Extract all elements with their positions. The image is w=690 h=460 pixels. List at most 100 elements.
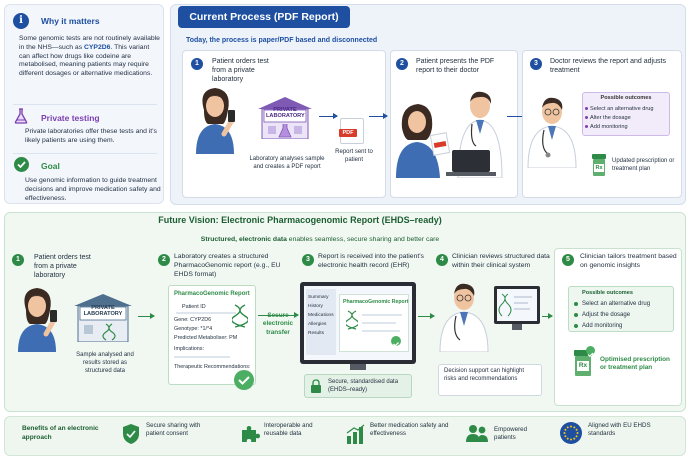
puzzle-icon [240,424,260,444]
outcome-item: Adjust the dosage [582,312,631,318]
patient-with-phone-illustration [190,84,240,154]
report-field: Predicted Metaboliser: PM [174,335,238,341]
bottle-cap [592,154,606,159]
why-text: Some genomic tests are not routinely ava… [19,35,161,79]
ehr-menu-item: History [308,304,323,309]
bullet-dot [574,324,578,328]
step-number: 1 [191,58,203,70]
report-sent-caption: Report sent to patient [335,149,373,163]
future-result-caption: Optimised prescription or treatment plan [600,356,670,372]
rx-label: Rx [594,164,604,172]
outcome-item: Alter the dosage [590,115,631,121]
benefit-text: Aligned with EU EHDS standards [588,422,651,438]
step-number: 3 [530,58,542,70]
bottle-cap [574,350,592,356]
lab-sign: PRIVATE LABORATORY [266,107,305,120]
benefit-text: Empowered patients [494,426,528,442]
patient-doctor-illustration [396,88,514,179]
flask-icon [14,108,28,124]
field-line [362,330,400,332]
step-text: Patient presents the PDF report to their… [416,58,495,75]
dna-icon [344,310,360,330]
future-vision-subtitle: Structured, electronic data enables seam… [190,236,450,243]
why-text-gene: CYP2D6 [83,43,111,51]
flow-arrow [138,312,155,321]
ehr-report-title: PharmacoGenomic Report [343,299,409,305]
outcome-item: Select an alternative drug [590,106,654,112]
lab-caption: Laboratory analyses sample and creates a… [249,156,325,170]
doctor-illustration [522,94,582,169]
verified-check-icon [586,346,595,358]
decision-support-caption: Decision support can highlight risks and… [444,368,525,382]
info-sidebar: i Why it matters Some genomic tests are … [4,4,164,204]
private-text: Private laboratories offer these tests a… [25,128,157,144]
secure-transfer-label: Secure electronic transfer [262,312,294,336]
ehr-menu-item: Medications [308,313,334,318]
step-number: 4 [436,254,448,266]
pdf-document-icon: PDF [339,118,364,144]
private-laboratory-building [256,95,314,140]
current-outcomes-box [582,92,670,136]
info-icon: i [13,13,29,29]
clinician-at-computer-illustration [436,282,546,353]
monitor-stand [350,364,366,370]
outcome-item: Add monitoring [590,124,628,130]
flow-arrow [319,112,338,121]
divider [13,153,157,154]
pdf-label: PDF [339,129,357,137]
eu-flag-icon [560,422,582,444]
ehr-menu-item: Results [308,331,324,336]
why-text-post: . This variant can affect how drugs like… [19,43,153,78]
secure-data-caption: Secure, standardised data (EHDS–ready) [328,379,399,393]
current-process-subtitle: Today, the process is paper/PDF based an… [186,37,378,44]
subtitle-bold: Structured, electronic data [200,236,287,243]
benefits-heading: Benefits of an electronic approach [22,425,99,441]
private-title: Private testing [41,113,100,123]
benefit-text: Secure sharing with patient consent [146,422,201,438]
private-laboratory-building [72,292,134,343]
report-field: Genotype: *1/*4 [174,326,213,332]
field-line [362,322,396,324]
outcome-item: Select an alternative drug [582,301,651,307]
lock-icon [310,379,322,393]
bullet-dot [574,302,578,306]
people-icon [466,424,488,442]
ehr-menu-item: Summary [308,295,329,300]
benefit-text: Interoperable and reusable data [264,422,313,438]
shield-check-icon [122,423,140,445]
dna-icon [231,304,249,328]
outcomes-title: Possible outcomes [600,95,652,101]
report-field: Patient ID [182,304,206,310]
report-field: Gene: CYP2D6 [174,317,212,323]
future-vision-title: Future Vision: Electronic Pharmacogenomi… [158,215,442,225]
step-text: Patient orders test from a private labor… [34,254,91,280]
bullet-dot [585,125,588,128]
bullet-dot [574,313,578,317]
lab-caption: Sample analysed and results stored as st… [76,352,134,374]
benefits-strip [4,416,686,456]
verified-check-icon [234,370,254,390]
report-title: PharmacoGenomic Report [174,291,250,297]
bullet-dot [585,107,588,110]
secure-data-box [304,374,412,398]
future-outcomes-box [568,286,674,332]
pharmacogenomic-report-card [168,285,256,385]
flow-arrow [542,312,553,321]
step-text: Clinician reviews structured data within… [452,253,550,269]
prescription-bottle-icon: Rx [574,350,592,376]
check-circle-icon [14,157,29,172]
benefit-text: Better medication safety and effectivene… [370,422,449,438]
why-text-pre: Some genomic tests are not routinely ava… [19,35,160,51]
field-line [174,356,230,358]
rx-label: Rx [577,361,589,371]
current-process-title: Current Process (PDF Report) [178,6,350,28]
outcome-item: Add monitoring [582,323,623,329]
step-text: Doctor reviews the report and adjusts tr… [550,58,666,75]
step-number: 2 [396,58,408,70]
field-line [362,314,402,316]
prescription-bottle-icon: Rx [592,154,606,176]
flow-arrow [258,311,299,320]
step-number: 5 [562,254,574,266]
report-field: Therapeutic Recommendations: [174,364,251,370]
subtitle-rest: enables seamless, secure sharing and bet… [286,236,440,243]
